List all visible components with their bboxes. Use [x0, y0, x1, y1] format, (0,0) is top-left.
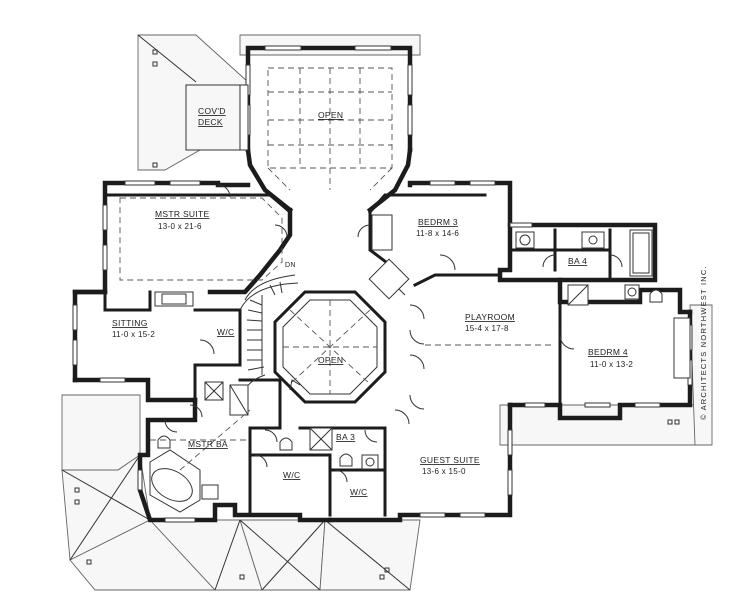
mstr-ba-label: MSTR BA: [188, 439, 228, 449]
mstr-suite-ceiling: [119, 197, 283, 281]
room-labels: COV'D DECK OPEN MSTR SUITE 13-0 x 21-6 B…: [112, 106, 633, 497]
playroom-label: PLAYROOM: [465, 312, 515, 322]
sitting-dims: 11-0 x 15-2: [112, 330, 155, 339]
bedrm-4-label: BEDRM 4: [588, 347, 628, 357]
stairs: [239, 274, 301, 391]
bedrm-3-label: BEDRM 3: [418, 217, 458, 227]
bedrm4-bay: [673, 317, 691, 379]
bedrm-4-dims: 11-0 x 13-2: [590, 360, 633, 369]
mstr-suite-label: MSTR SUITE: [155, 209, 210, 219]
playroom-dims: 15-4 x 17-8: [465, 324, 509, 333]
open-center-label: OPEN: [318, 355, 343, 365]
open-upper-vault: [267, 67, 393, 191]
covered-deck: [185, 84, 249, 151]
roof-outline: [61, 34, 713, 591]
dn-label: DN: [285, 262, 296, 269]
wic-sitting-label: W/C: [217, 327, 234, 337]
bedrm-3-dims: 11-8 x 14-6: [416, 229, 459, 238]
fixtures: [149, 214, 663, 513]
ba-4-label: BA 4: [568, 256, 587, 266]
ba-3-label: BA 3: [336, 432, 355, 442]
covd-deck-label: COV'D: [198, 106, 226, 116]
roof-posts: [74, 49, 680, 580]
guest-suite-dims: 13-6 x 15-0: [422, 467, 466, 476]
center-octagon: [273, 290, 387, 404]
doors: [164, 184, 623, 483]
guest-suite-label: GUEST SUITE: [420, 455, 480, 465]
covd-deck-label-2: DECK: [198, 117, 223, 127]
mstr-ba-dash: [150, 409, 251, 471]
mstr-suite-dims: 13-0 x 21-6: [158, 222, 202, 231]
open-upper-label: OPEN: [318, 110, 343, 120]
wic-mstr-label: W/C: [283, 470, 300, 480]
sitting-label: SITTING: [112, 318, 148, 328]
copyright-text: © ARCHITECTS NORTHWEST INC.: [699, 265, 708, 420]
wic-guest-label: W/C: [350, 487, 367, 497]
